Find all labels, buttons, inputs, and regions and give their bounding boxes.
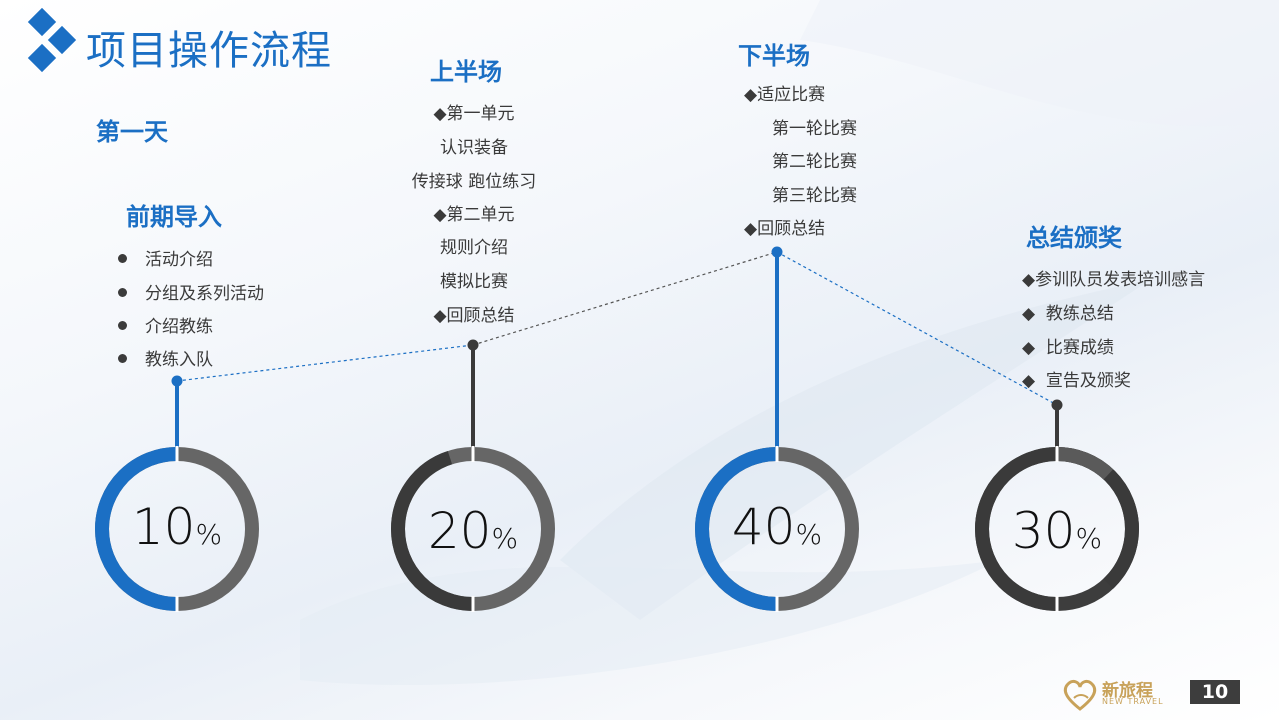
stage-4-item: ◆ 宣告及颁奖 xyxy=(1022,371,1131,391)
stage-2-item: ◆第二单元 xyxy=(433,205,515,225)
stage-3-heading: 下半场 xyxy=(738,42,810,70)
stage-dot xyxy=(467,339,479,351)
stage-1-item: 介绍教练 xyxy=(118,312,213,337)
stage-1-heading: 前期导入 xyxy=(126,203,222,231)
stage-3-item: ◆适应比赛 xyxy=(744,85,826,105)
stage-3-item: ◆回顾总结 xyxy=(744,219,826,239)
stage-4-item: ◆参训队员发表培训感言 xyxy=(1022,270,1206,290)
stage-2-item: ◆回顾总结 xyxy=(433,306,515,326)
stage-3-item: 第三轮比赛 xyxy=(772,186,857,206)
connector-line xyxy=(176,344,474,382)
brand-logo: 新旅程 NEW TRAVEL xyxy=(1060,676,1184,712)
stage-3-item: 第一轮比赛 xyxy=(772,119,857,139)
brand-name-cn: 新旅程 xyxy=(1102,681,1153,701)
stage-1-item: 分组及系列活动 xyxy=(118,279,264,304)
bullet-icon xyxy=(118,320,127,330)
stage-2-item: ◆第一单元 xyxy=(433,104,515,124)
stage-2-heading: 上半场 xyxy=(430,58,502,86)
stage-2-item: 规则介绍 xyxy=(440,238,508,258)
heart-logo-icon xyxy=(1063,679,1097,711)
page-title: 项目操作流程 xyxy=(86,28,332,74)
stage-2-item: 传接球 跑位练习 xyxy=(411,172,537,192)
stage-3-percent: 40% xyxy=(731,498,823,556)
bullet-icon xyxy=(118,287,127,297)
stage-2-percent: 20% xyxy=(427,502,519,560)
stage-2-item: 认识装备 xyxy=(440,138,508,158)
day-label: 第一天 xyxy=(96,118,168,146)
stage-4-percent: 30% xyxy=(1011,502,1103,560)
stage-1-item: 活动介绍 xyxy=(118,245,213,270)
title-diamond-icon xyxy=(27,8,77,73)
brand-name-en: NEW TRAVEL xyxy=(1102,697,1164,706)
stage-2-item: 模拟比赛 xyxy=(440,272,508,292)
stage-dot xyxy=(171,375,183,387)
stage-3-item: 第二轮比赛 xyxy=(772,152,857,172)
connector-line xyxy=(472,251,778,346)
connector-line xyxy=(776,251,1058,406)
stage-4-item: ◆ 比赛成绩 xyxy=(1022,338,1114,358)
bullet-icon xyxy=(118,353,127,363)
stage-1-item: 教练入队 xyxy=(118,345,213,370)
stage-dot xyxy=(1051,399,1063,411)
bullet-icon xyxy=(118,253,127,263)
stage-4-heading: 总结颁奖 xyxy=(1026,224,1122,252)
stage-1-percent: 10% xyxy=(131,498,223,556)
page-number: 10 xyxy=(1190,680,1240,704)
stage-4-item: ◆ 教练总结 xyxy=(1022,304,1114,324)
stage-dot xyxy=(771,246,783,258)
